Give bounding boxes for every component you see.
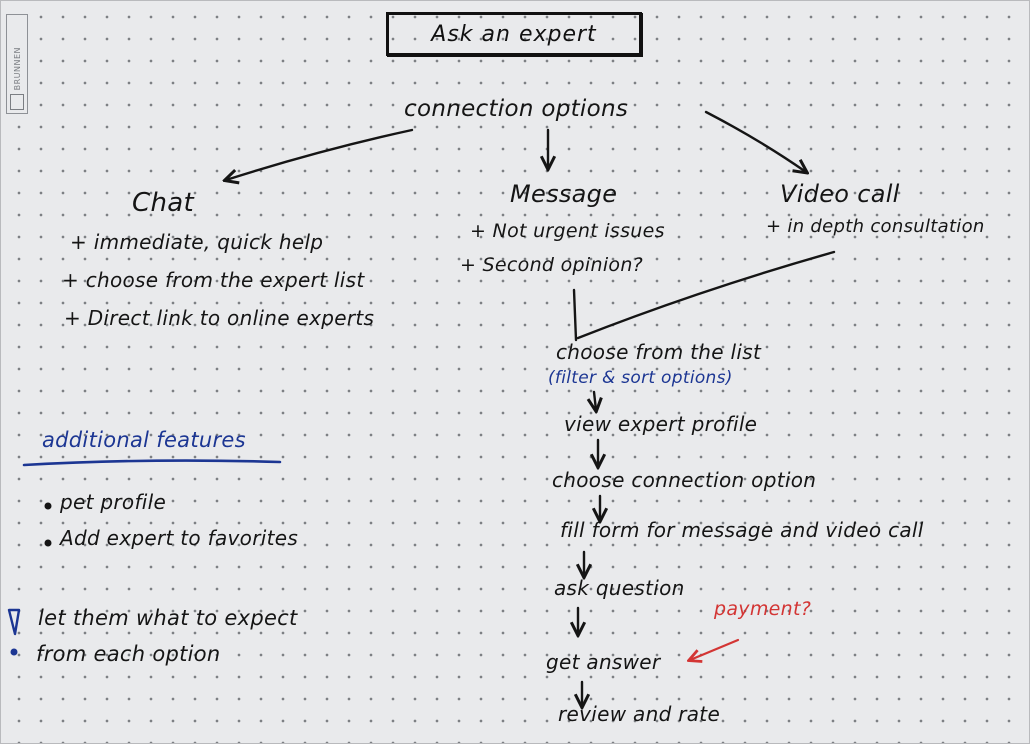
flow-step-view-profile: view expert profile [564,412,758,436]
flow-step-review-rate: review and rate [558,702,721,726]
merge-line-video [576,250,836,340]
flow-step-filter-note: (filter & sort options) [548,368,733,388]
note-line: let them what to expect [38,606,298,630]
video-item: + in depth consultation [766,216,985,237]
additional-features-heading: additional features [42,428,246,452]
branch-video-label: Video call [780,180,900,208]
root-node: connection options [404,96,629,122]
exclamation-icon [7,608,21,656]
chat-item: + immediate, quick help [70,230,324,254]
bullet-pet-profile [44,502,52,510]
brand-mark-icon [10,94,24,110]
flow-step-choose-list: choose from the list [556,340,762,364]
flow-step-get-answer: get answer [546,650,661,674]
additional-features-underline [22,459,282,467]
additional-feature-item: Add expert to favorites [60,526,299,550]
arrow-to-chat [226,128,414,180]
message-item: + Second opinion? [460,254,644,276]
diagram-title: Ask an expert [431,21,597,47]
payment-note: payment? [714,598,812,620]
arrow-flow-1 [594,390,596,410]
chat-item: + Direct link to online experts [64,306,375,330]
arrow-to-video-call [704,110,806,172]
additional-feature-item: pet profile [60,490,167,514]
notebook-brand-logo: BRUNNEN [6,14,28,114]
merge-line-message [572,288,578,342]
flow-step-choose-connection: choose connection option [552,468,817,492]
message-item: + Not urgent issues [470,220,665,242]
branch-chat-label: Chat [132,188,194,218]
note-line: from each option [36,642,221,666]
payment-arrow [690,638,740,660]
chat-item: + choose from the expert list [62,268,365,292]
flow-step-ask-question: ask question [554,576,685,600]
flow-step-fill-form: fill form for message and video call [560,518,924,542]
bullet-add-expert [44,539,52,547]
title-box: Ask an expert [386,12,642,56]
branch-message-label: Message [510,180,618,208]
